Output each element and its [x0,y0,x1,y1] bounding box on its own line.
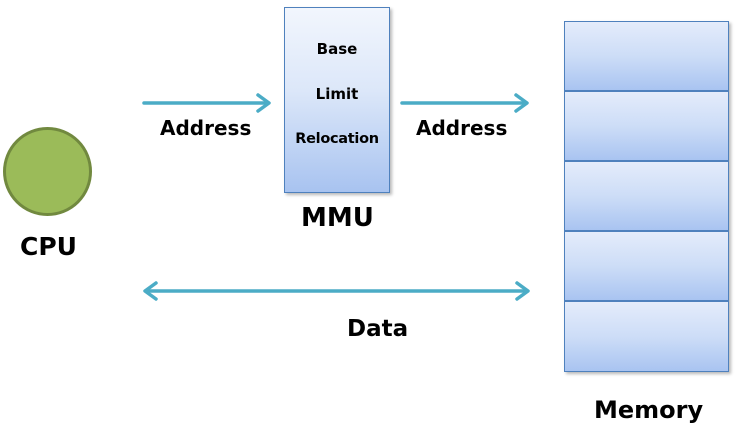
memory-cell [564,21,729,91]
mmu-label: MMU [301,203,374,233]
arrow-cpu-to-mmu [142,93,271,113]
arrow-mmu-to-memory [400,93,529,113]
cpu-node [3,127,92,216]
mmu-register-relocation: Relocation [295,131,379,147]
cpu-label: CPU [20,232,77,261]
memory-cell [564,91,729,161]
data-label: Data [347,316,409,342]
arrow-data-bidirectional [143,281,530,301]
memory-cell [564,231,729,301]
memory-block [564,21,729,372]
mmu-register-base: Base [316,40,358,58]
mmu-register-limit: Limit [315,85,359,103]
address-label-mmu-memory: Address [416,116,508,140]
memory-label: Memory [594,396,704,424]
mmu-box: Base Limit Relocation [284,7,390,193]
memory-cell [564,161,729,231]
memory-cell [564,301,729,372]
address-label-cpu-mmu: Address [160,116,252,140]
